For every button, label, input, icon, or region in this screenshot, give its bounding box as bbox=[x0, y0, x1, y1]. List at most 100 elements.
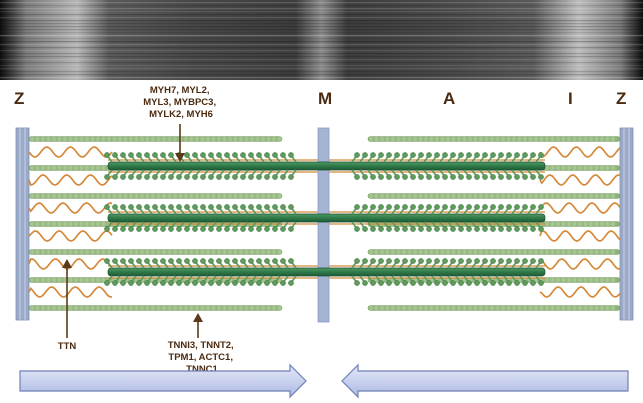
actin-monomer bbox=[544, 193, 550, 199]
myosin-head bbox=[394, 204, 400, 210]
band-labels: Z M A I Z bbox=[14, 89, 626, 108]
myosin-head bbox=[482, 258, 488, 264]
myosin-head bbox=[394, 152, 400, 158]
myosin-head bbox=[466, 226, 472, 232]
actin-monomer bbox=[583, 136, 588, 142]
actin-monomer bbox=[128, 193, 134, 199]
actin-monomer bbox=[40, 165, 46, 171]
actin-monomer bbox=[95, 221, 101, 227]
actin-monomer bbox=[266, 305, 271, 311]
actin-monomer bbox=[462, 136, 467, 142]
myosin-head bbox=[256, 280, 262, 286]
myosin-head bbox=[120, 152, 126, 158]
actin-monomer bbox=[106, 136, 112, 142]
actin-monomer bbox=[610, 193, 616, 199]
actin-monomer bbox=[128, 305, 134, 311]
actin-monomer bbox=[368, 249, 374, 255]
actin-monomer bbox=[423, 193, 429, 199]
actin-monomer bbox=[605, 221, 610, 227]
actin-monomer bbox=[462, 249, 467, 255]
myosin-head bbox=[362, 174, 368, 180]
actin-monomer bbox=[594, 136, 599, 142]
myosin-head bbox=[272, 152, 278, 158]
actin-monomer bbox=[588, 193, 594, 199]
actin-monomer bbox=[401, 249, 407, 255]
actin-monomer bbox=[517, 305, 522, 311]
actin-monomer bbox=[271, 305, 277, 311]
myosin-head bbox=[136, 226, 142, 232]
myosin-head bbox=[280, 174, 286, 180]
myosin-head bbox=[136, 204, 142, 210]
myosin-head bbox=[522, 152, 528, 158]
thin-filament bbox=[28, 305, 283, 311]
actin-monomer bbox=[73, 193, 79, 199]
myosin-head bbox=[490, 258, 496, 264]
myosin-head bbox=[184, 226, 190, 232]
myosin-head bbox=[176, 226, 182, 232]
micrograph-striation bbox=[0, 41, 643, 43]
myosin-head bbox=[248, 152, 254, 158]
actin-monomer bbox=[189, 305, 194, 311]
titin-segment bbox=[539, 286, 621, 298]
myosin-head bbox=[152, 204, 158, 210]
myosin-head bbox=[482, 204, 488, 210]
myosin-head bbox=[152, 174, 158, 180]
actin-monomer bbox=[266, 193, 271, 199]
myosin-head bbox=[128, 258, 134, 264]
actin-monomer bbox=[68, 193, 73, 199]
actin-monomer bbox=[544, 221, 550, 227]
myosin-head bbox=[184, 280, 190, 286]
myosin-head bbox=[176, 280, 182, 286]
actin-monomer bbox=[500, 136, 506, 142]
actin-monomer bbox=[440, 249, 445, 255]
micrograph-striations bbox=[0, 2, 643, 79]
myosin-head bbox=[450, 258, 456, 264]
actin-monomer bbox=[594, 221, 599, 227]
actin-monomer bbox=[577, 165, 583, 171]
actin-monomer bbox=[62, 136, 68, 142]
myosin-head bbox=[168, 152, 174, 158]
actin-monomer bbox=[418, 249, 423, 255]
actin-monomer bbox=[189, 249, 194, 255]
myosin-head bbox=[474, 204, 480, 210]
myosin-head bbox=[120, 280, 126, 286]
myosin-head bbox=[394, 226, 400, 232]
actin-monomer bbox=[539, 193, 544, 199]
myosin-head bbox=[418, 258, 424, 264]
actin-monomer bbox=[216, 136, 222, 142]
myosin-head bbox=[144, 174, 150, 180]
actin-monomer bbox=[555, 221, 561, 227]
actin-monomer bbox=[550, 249, 555, 255]
actin-monomer bbox=[222, 305, 227, 311]
actin-monomer bbox=[456, 193, 462, 199]
actin-monomer bbox=[178, 193, 183, 199]
thick-filaments bbox=[104, 152, 546, 286]
actin-monomer bbox=[161, 249, 167, 255]
actin-monomer bbox=[572, 305, 577, 311]
myosin-head bbox=[482, 152, 488, 158]
myosin-head bbox=[434, 204, 440, 210]
actin-monomer bbox=[233, 305, 238, 311]
myosin-head bbox=[386, 152, 392, 158]
actin-monomer bbox=[172, 305, 178, 311]
myosin-head bbox=[386, 258, 392, 264]
micrograph-striation bbox=[0, 26, 643, 28]
myosin-head bbox=[216, 152, 222, 158]
thin-filament bbox=[28, 136, 283, 142]
micrograph-striation bbox=[0, 5, 643, 7]
actin-monomer bbox=[200, 249, 205, 255]
actin-monomer bbox=[277, 136, 282, 142]
micrograph-striation bbox=[0, 20, 643, 22]
micrograph-striation bbox=[0, 23, 643, 25]
micrograph-striation bbox=[0, 2, 643, 4]
micrograph-striation bbox=[0, 44, 643, 46]
actin-monomer bbox=[555, 305, 561, 311]
actin-monomer bbox=[35, 221, 40, 227]
actin-monomer bbox=[40, 305, 46, 311]
myosin-head bbox=[136, 174, 142, 180]
actin-monomer bbox=[194, 136, 200, 142]
actin-monomer bbox=[51, 136, 57, 142]
actin-monomer bbox=[183, 193, 189, 199]
actin-monomer bbox=[156, 136, 161, 142]
titin-pointer-head bbox=[62, 259, 72, 268]
